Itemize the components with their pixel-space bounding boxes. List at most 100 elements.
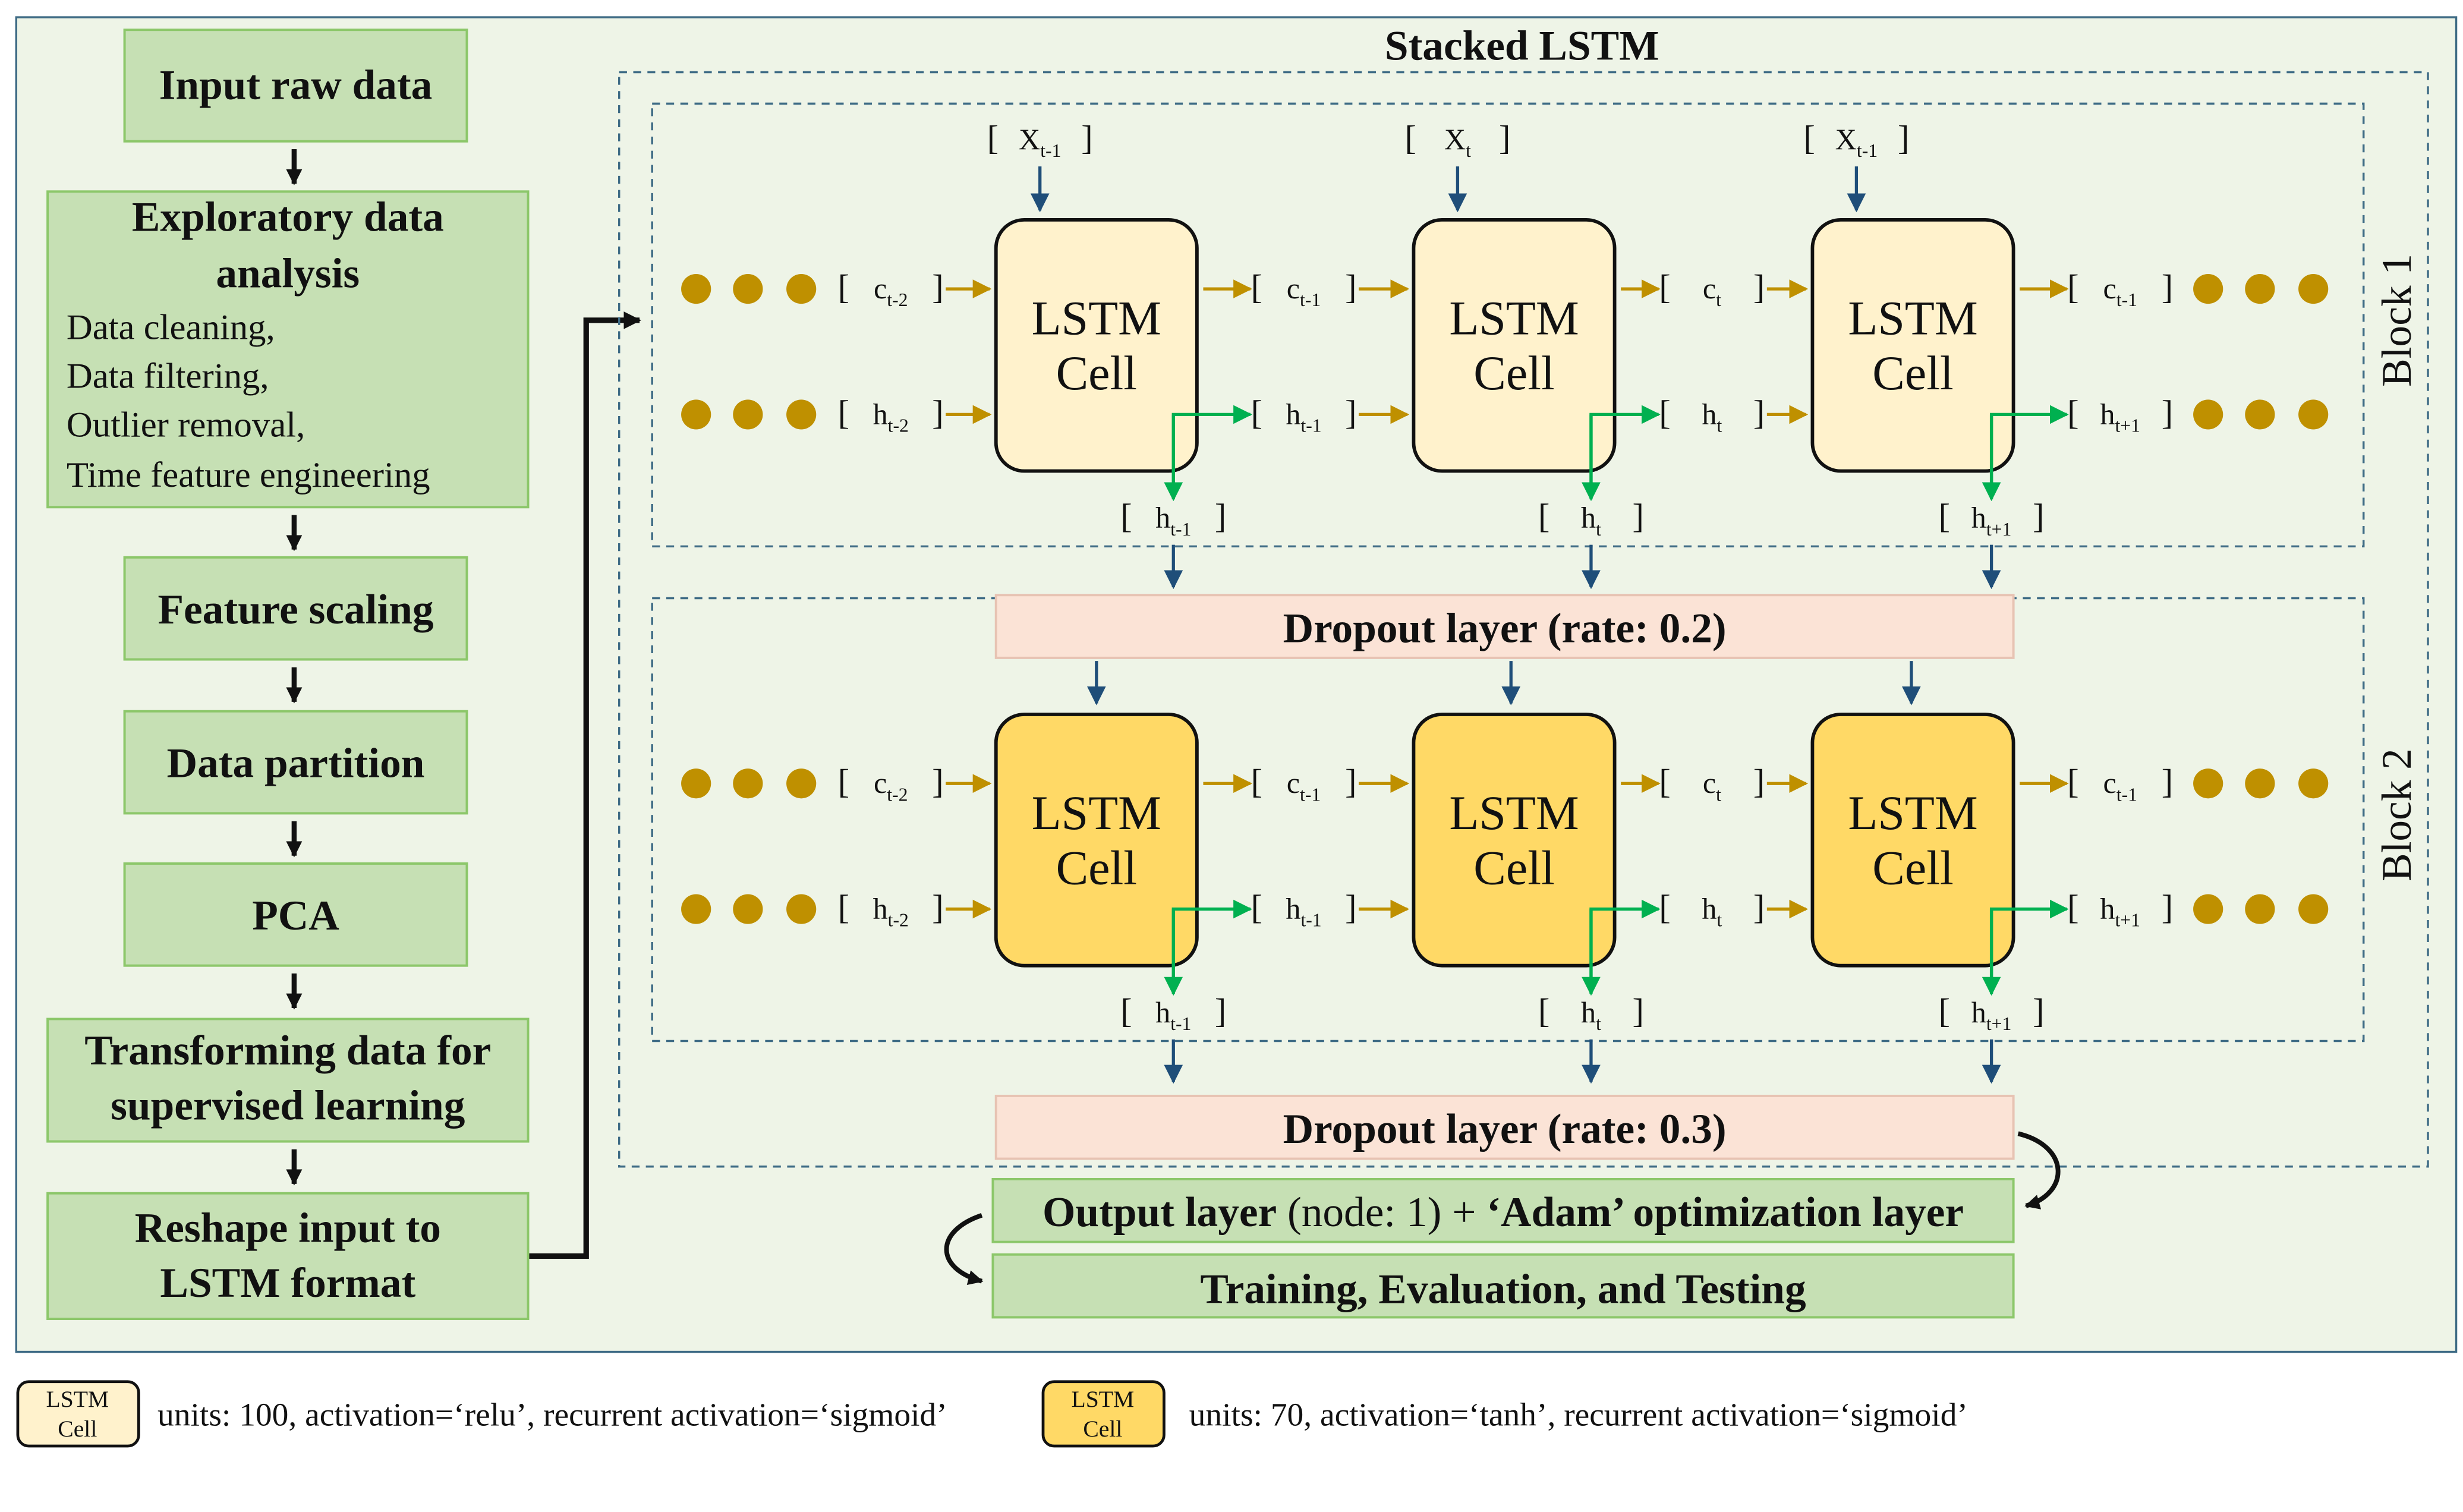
ellipsis-dot (681, 768, 711, 799)
block-label: Block 1 (2373, 254, 2420, 387)
state-label: ht-2 (873, 892, 909, 930)
cell-box (1412, 218, 1617, 473)
state-subscript: t-1 (2116, 784, 2137, 805)
step-title: Feature scaling (158, 586, 433, 633)
cell-label-line-1: LSTM (1848, 786, 1977, 840)
cell-state-label: []ct (1659, 267, 1765, 310)
cell-label-line-2: Cell (1056, 346, 1137, 400)
bracket-right: ] (1215, 991, 1226, 1030)
bracket-left: [ (1659, 393, 1670, 431)
state-subscript: t-1 (1300, 289, 1321, 310)
state-base: c (2103, 272, 2116, 305)
state-label: ht+1 (1971, 501, 2012, 540)
bracket-right: ] (1345, 887, 1356, 926)
output-layer: Output layer (node: 1) + ‘Adam’ optimiza… (991, 1177, 2015, 1243)
step-box (123, 862, 468, 967)
bracket-right: ] (1633, 991, 1644, 1030)
step-box (46, 190, 530, 509)
bracket-right: ] (1081, 118, 1092, 157)
cell-state-label: []ct-1 (1251, 762, 1357, 805)
bracket-right: ] (1345, 267, 1356, 306)
state-subscript: t (1717, 415, 1722, 436)
state-subscript: t-2 (887, 784, 908, 805)
step-title: Data partition (167, 740, 425, 787)
bracket-left: [ (1538, 991, 1549, 1030)
cell-state-label: []ct (1659, 762, 1765, 805)
state-subscript: t (1596, 519, 1601, 540)
state-label: ht (1581, 501, 1601, 540)
state-base: c (1287, 766, 1300, 799)
step-box (123, 29, 468, 143)
bracket-left: [ (1538, 497, 1549, 536)
state-subscript: t+1 (1986, 519, 2012, 540)
ellipsis-dot (2193, 273, 2223, 304)
training-label: Training, Evaluation, and Testing (1200, 1266, 1806, 1313)
pipeline-step-4: Data partition (123, 710, 468, 815)
step-title: LSTM format (160, 1259, 415, 1306)
state-label: ht-1 (1286, 397, 1321, 436)
state-label: ht-1 (1286, 892, 1321, 930)
bracket-left: [ (838, 393, 849, 431)
bracket-left: [ (1251, 393, 1262, 431)
state-subscript: t-2 (888, 415, 909, 436)
pipeline-step-3: Feature scaling (123, 556, 468, 661)
output-layer-normal: (node: 1) + (1277, 1189, 1486, 1236)
state-subscript: t (1466, 140, 1471, 161)
state-base: h (1581, 501, 1596, 534)
bracket-right: ] (2162, 393, 2173, 431)
hidden-state-label: []ht+1 (2067, 393, 2173, 436)
state-base: h (1971, 996, 1986, 1029)
legend-cell-label-line-1: LSTM (1072, 1386, 1135, 1412)
state-label: ht+1 (1971, 996, 2012, 1034)
cell-label-line-2: Cell (1473, 346, 1554, 400)
bracket-left: [ (1803, 118, 1815, 157)
state-subscript: t-1 (1300, 415, 1321, 436)
state-subscript: t+1 (2115, 910, 2141, 931)
bracket-left: [ (1659, 267, 1670, 306)
cell-label-line-1: LSTM (1032, 291, 1161, 345)
cell-state-label: []ct-1 (1251, 267, 1357, 310)
dropout-box (994, 594, 2015, 659)
state-label: ct (1703, 766, 1721, 805)
cell-label-line-1: LSTM (1032, 786, 1161, 840)
ellipsis-dot (681, 894, 711, 924)
state-label: ht (1581, 996, 1601, 1034)
output-layer-bold-2: ‘Adam’ optimization layer (1486, 1189, 1964, 1236)
step-detail: Outlier removal, (67, 405, 305, 445)
state-base: h (1286, 397, 1300, 430)
cell-box (1412, 713, 1617, 968)
ellipsis-dot (786, 273, 817, 304)
ellipsis-dot (2245, 273, 2275, 304)
bracket-right: ] (2162, 267, 2173, 306)
step-detail: Time feature engineering (67, 455, 430, 495)
state-base: h (2100, 892, 2115, 925)
pipeline-arrows (286, 149, 642, 1259)
hidden-state-label: []ht+1 (2067, 887, 2173, 930)
hidden-state-label: []ht (1659, 887, 1765, 930)
cell-label-line-2: Cell (1872, 840, 1953, 894)
dropout-layer-1: Dropout layer (rate: 0.2) (994, 594, 2015, 659)
ellipsis-dot (2245, 768, 2275, 799)
ellipsis-dot (733, 894, 763, 924)
step-box (123, 556, 468, 661)
ellipsis-dot (2298, 768, 2329, 799)
output-label-3: []ht+1 (1939, 991, 2045, 1034)
dropout-label: Dropout layer (rate: 0.2) (1283, 604, 1727, 651)
bracket-left: [ (2067, 762, 2078, 801)
cell-box (1810, 713, 2015, 968)
state-label: ct-1 (2103, 766, 2137, 805)
cell-label-line-2: Cell (1056, 840, 1137, 894)
legend-cell-swatch (1041, 1380, 1166, 1448)
bracket-right: ] (1499, 118, 1510, 157)
ellipsis-dot (681, 273, 711, 304)
bracket-left: [ (1120, 497, 1132, 536)
cell-state-label: []ct-1 (2067, 762, 2173, 805)
legend-cell-label-line-1: LSTM (46, 1386, 109, 1412)
state-label: ct-1 (1287, 766, 1321, 805)
